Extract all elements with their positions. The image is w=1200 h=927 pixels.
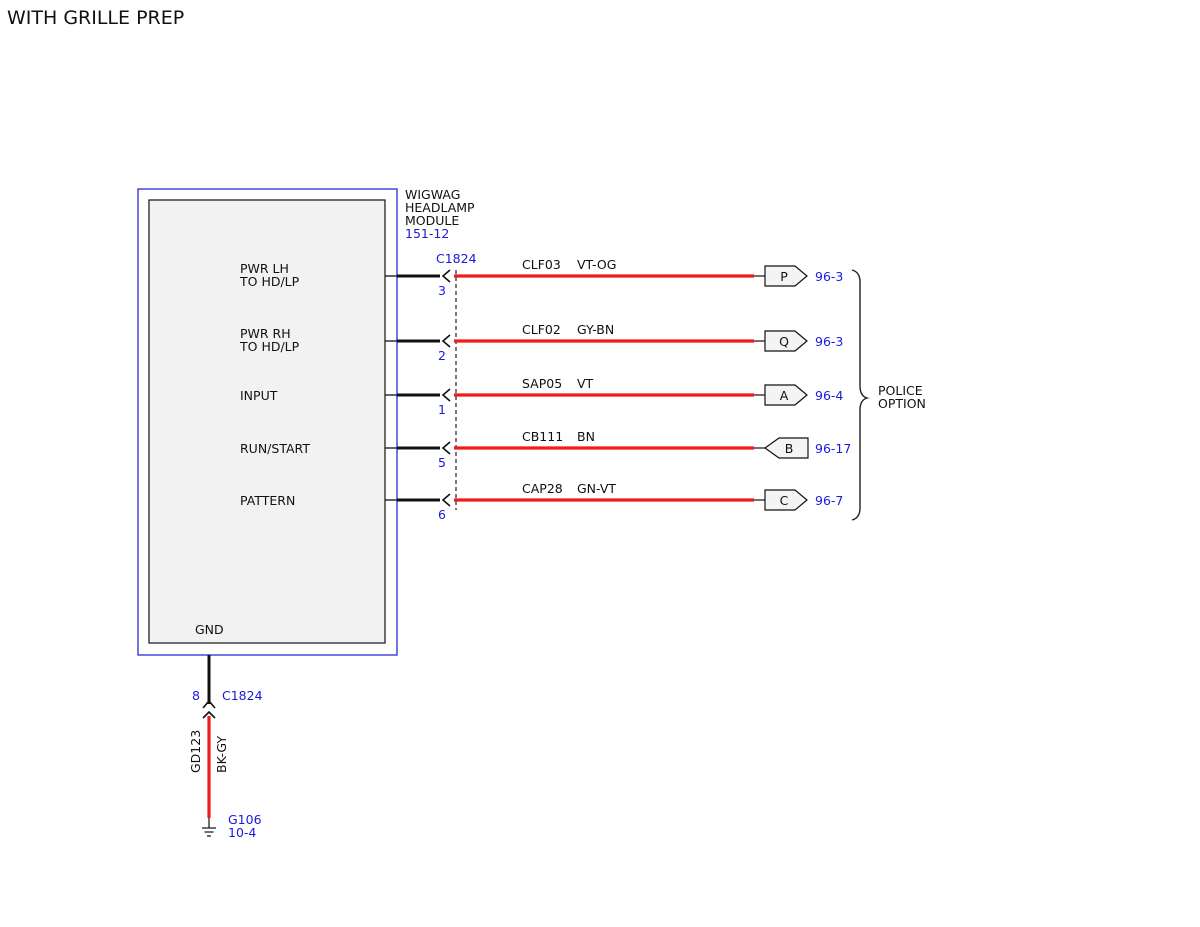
- circuit-clf03-connector-chevron: [441, 269, 451, 283]
- module-name-line-3: MODULE: [405, 213, 459, 228]
- circuit-clf02-pin-label-line-2: TO HD/LP: [239, 339, 300, 354]
- police-option-line-1: POLICE: [878, 383, 923, 398]
- ground-symbol-icon: [202, 827, 216, 837]
- circuit-cap28-color-code: GN-VT: [577, 481, 616, 496]
- circuit-sap05-connector-letter: A: [780, 388, 789, 403]
- circuit-cap28-pin-number[interactable]: 6: [438, 507, 446, 522]
- circuit-cb111-color-code: BN: [577, 429, 595, 444]
- circuit-clf03-circuit-id: CLF03: [522, 257, 561, 272]
- circuit-sap05-pin-number[interactable]: 1: [438, 402, 446, 417]
- circuit-sap05-page-ref[interactable]: 96-4: [815, 388, 843, 403]
- circuit-clf03-pin-number[interactable]: 3: [438, 283, 446, 298]
- circuit-cb111-pin-number[interactable]: 5: [438, 455, 446, 470]
- circuit-sap05-circuit-id: SAP05: [522, 376, 562, 391]
- connector-label[interactable]: C1824: [436, 251, 477, 266]
- circuit-sap05-connector-flag[interactable]: [764, 384, 808, 406]
- circuit-clf02-circuit-id: CLF02: [522, 322, 561, 337]
- circuit-clf02-color-code: GY-BN: [577, 322, 614, 337]
- circuit-clf02-pin-number[interactable]: 2: [438, 348, 446, 363]
- page-title: WITH GRILLE PREP: [7, 7, 184, 29]
- circuit-clf02-pin-label-line-1: PWR RH: [240, 326, 291, 341]
- circuit-cb111-page-ref[interactable]: 96-17: [815, 441, 851, 456]
- circuit-cb111-circuit-id: CB111: [522, 429, 563, 444]
- police-option-line-2: OPTION: [878, 396, 926, 411]
- module-ref[interactable]: 151-12: [405, 226, 449, 241]
- ground-color-code: BK-GY: [214, 736, 229, 773]
- module-name-line-2: HEADLAMP: [405, 200, 475, 215]
- circuit-sap05-connector-chevron: [441, 388, 451, 402]
- circuit-clf03-color-code: VT-OG: [577, 257, 616, 272]
- police-option-brace: [851, 269, 870, 521]
- circuit-cap28-circuit-id: CAP28: [522, 481, 563, 496]
- ground-connector-symbol-lower: [202, 710, 216, 719]
- circuit-cb111-connector-flag[interactable]: [763, 437, 809, 459]
- circuit-clf02-connector-chevron: [441, 334, 451, 348]
- ground-connector-label[interactable]: C1824: [222, 688, 263, 703]
- circuit-clf02-connector-flag[interactable]: [764, 330, 808, 352]
- circuit-clf02-connector-letter: Q: [779, 334, 789, 349]
- ground-connector-symbol: [202, 699, 216, 709]
- circuit-clf02-page-ref[interactable]: 96-3: [815, 334, 843, 349]
- ground-id[interactable]: G106: [228, 812, 262, 827]
- circuit-cb111-connector-chevron: [441, 441, 451, 455]
- circuit-cap28-connector-chevron: [441, 493, 451, 507]
- circuit-clf03-pin-label-line-2: TO HD/LP: [239, 274, 300, 289]
- circuit-clf03-connector-flag[interactable]: [764, 265, 808, 287]
- module-name-line-1: WIGWAG: [405, 187, 460, 202]
- module-body[interactable]: [148, 199, 386, 644]
- circuit-clf03-page-ref[interactable]: 96-3: [815, 269, 843, 284]
- circuit-sap05-color-code: VT: [577, 376, 594, 391]
- circuit-cap28-connector-letter: C: [780, 493, 789, 508]
- circuit-cb111-pin-label: RUN/START: [240, 441, 310, 456]
- circuit-cap28-connector-flag[interactable]: [764, 489, 808, 511]
- circuit-sap05-pin-label: INPUT: [240, 388, 278, 403]
- circuit-cap28-pin-label: PATTERN: [240, 493, 295, 508]
- circuit-clf03-connector-letter: P: [780, 269, 788, 284]
- gnd-label: GND: [195, 622, 224, 637]
- ground-circuit-label: GD123: [188, 730, 203, 773]
- module-outline: [137, 188, 398, 656]
- circuit-cap28-page-ref[interactable]: 96-7: [815, 493, 843, 508]
- circuit-clf03-pin-label-line-1: PWR LH: [240, 261, 289, 276]
- ground-pin[interactable]: 8: [192, 688, 200, 703]
- circuit-cb111-connector-letter: B: [785, 441, 794, 456]
- ground-ref[interactable]: 10-4: [228, 825, 256, 840]
